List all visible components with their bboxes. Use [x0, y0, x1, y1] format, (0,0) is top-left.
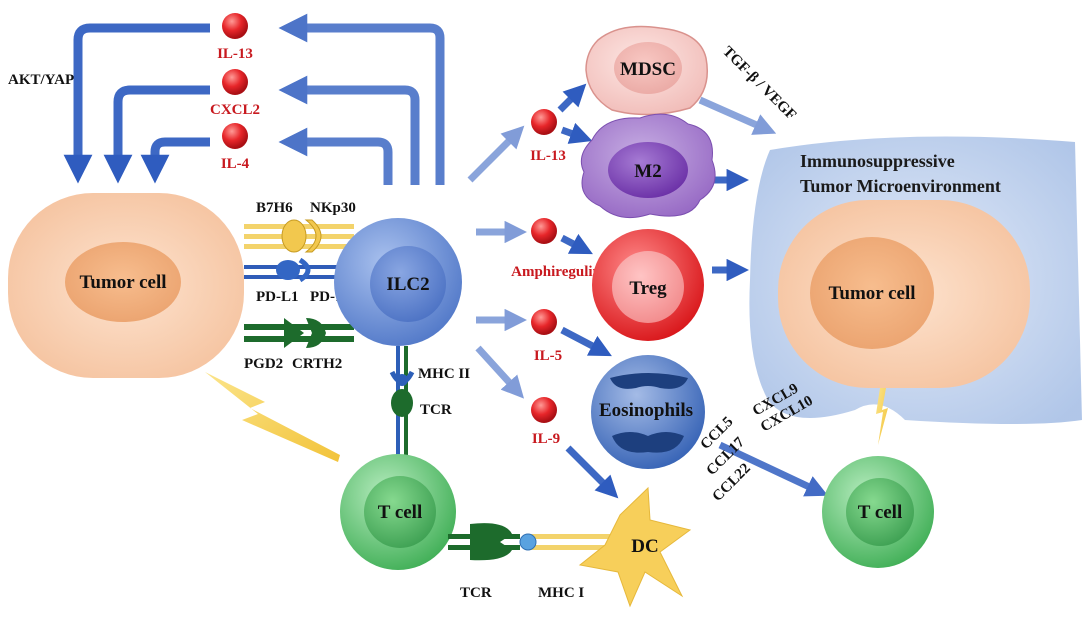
crth2-label: CRTH2 — [292, 356, 342, 372]
b7h6-label: B7H6 — [256, 200, 293, 216]
t-cell-bottom-label: T cell — [378, 502, 423, 523]
eosinophils-label: Eosinophils — [599, 400, 693, 421]
cxcl2-feedback-arrow — [278, 75, 420, 185]
tme-title-line2: Tumor Microenvironment — [800, 176, 1001, 196]
dc-cell — [578, 486, 692, 608]
il13-mid-label: IL-13 — [530, 148, 566, 164]
b7h6-nkp30-pair — [244, 219, 354, 253]
pdl1-pd1-pair — [244, 257, 354, 283]
tumor-left-label: Tumor cell — [79, 272, 166, 293]
ilc2-outgoing-arrows — [467, 83, 829, 499]
eosinophil-nucleus-top — [610, 373, 688, 389]
arrow-il13-m2 — [560, 122, 593, 144]
cxcl2-ball — [222, 69, 248, 95]
cxcl2-label: CXCL2 — [210, 102, 260, 118]
amphiregulin-label: Amphiregulin — [511, 264, 601, 280]
tme-title-line1: Immunosuppressive — [800, 151, 955, 171]
il13-top-label: IL-13 — [217, 46, 253, 62]
il5-ball — [531, 309, 557, 335]
arrow-il13-mdsc — [557, 83, 587, 113]
m2-label: M2 — [634, 161, 661, 182]
ilc2-nucleus — [370, 246, 446, 322]
eosinophil-nucleus-bottom — [612, 432, 684, 453]
il9-label: IL-9 — [532, 431, 560, 447]
arrow-amphiregulin-treg — [560, 233, 593, 255]
t-cell-right-nucleus — [846, 478, 914, 546]
mhc2-label: MHC II — [418, 366, 470, 382]
il5-label: IL-5 — [534, 348, 562, 364]
dc-label: DC — [631, 536, 658, 557]
t-cell-bottom-nucleus — [364, 476, 436, 548]
tcr-mhc1-link — [448, 523, 615, 561]
tumor-nucleus-left — [65, 242, 181, 322]
arrow-mdsc-tme — [698, 96, 777, 135]
pdl1-label: PD-L1 — [256, 289, 299, 305]
m2-nucleus — [608, 142, 688, 198]
mdsc-label: MDSC — [620, 59, 676, 80]
pgd2-label: PGD2 — [244, 356, 283, 372]
arrow-ilc2-il9 — [475, 345, 525, 399]
tcr-lower-label: TCR — [460, 585, 492, 601]
amphiregulin-ball — [531, 218, 557, 244]
il4-ball — [222, 123, 248, 149]
il4-feedback-arrow — [278, 127, 393, 185]
arrow-il5-eosinophils — [560, 326, 612, 357]
t-cell-right-label: T cell — [858, 502, 903, 523]
lightning-bolt-icon — [205, 372, 340, 462]
cxcl2-to-tumor-arrow — [103, 85, 210, 184]
pgd2-crth2-pair — [244, 318, 354, 348]
mhc1-label: MHC I — [538, 585, 584, 601]
arrow-il9-dc — [565, 445, 619, 499]
arrow-ilc2-il13 — [467, 125, 525, 183]
il13-to-tumor-arrow — [63, 23, 210, 184]
tme-tumor-label: Tumor cell — [828, 283, 915, 304]
il4-to-tumor-arrow — [140, 137, 210, 184]
il13-mid-ball — [531, 109, 557, 135]
mhc2-tcr-link — [389, 346, 415, 466]
pd1-label: PD-1 — [310, 289, 343, 305]
feedback-arrows — [63, 13, 445, 185]
ilc2-label: ILC2 — [386, 274, 429, 295]
tme-tumor-nucleus — [810, 237, 934, 349]
arrow-chemokines-tcell — [718, 441, 829, 497]
tcr-upper-label: TCR — [420, 402, 452, 418]
treg-nucleus — [612, 251, 684, 323]
il13-feedback-arrow — [278, 13, 445, 185]
akt-yap-label: AKT/YAP — [8, 72, 74, 88]
il13-top-ball — [222, 13, 248, 39]
treg-label: Treg — [629, 278, 667, 299]
right-bolt-icon — [876, 388, 888, 445]
nkp30-label: NKp30 — [310, 200, 356, 216]
il4-label: IL-4 — [221, 156, 250, 172]
mdsc-nucleus — [614, 42, 682, 94]
il9-ball — [531, 397, 557, 423]
